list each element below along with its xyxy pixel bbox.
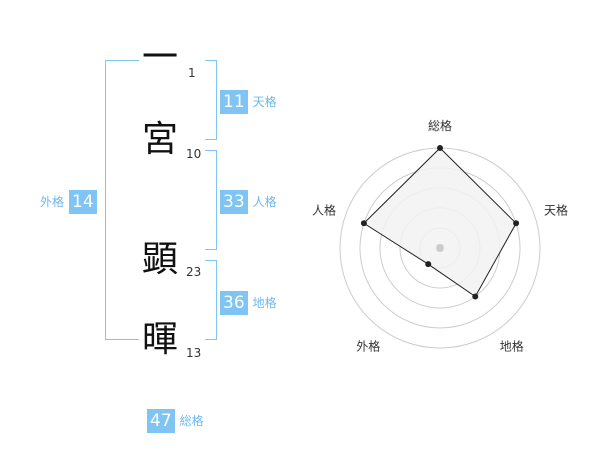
stroke-count-1: 1 bbox=[188, 66, 196, 80]
gaikaku-bracket bbox=[105, 60, 139, 340]
stroke-count-3: 23 bbox=[186, 265, 202, 279]
radar-point-5 bbox=[360, 220, 367, 227]
chikaku-label: 地格 bbox=[252, 296, 277, 310]
radar-polygon bbox=[363, 147, 517, 298]
chikaku-bracket bbox=[205, 260, 217, 340]
radar-center bbox=[436, 244, 444, 252]
radar-series bbox=[360, 145, 520, 300]
jinkaku-value: 33 bbox=[220, 190, 248, 214]
radar-point-4 bbox=[425, 261, 432, 268]
stroke-count-4: 13 bbox=[186, 346, 202, 360]
radar-axis-label-1: 総格 bbox=[428, 118, 452, 133]
jinkaku-group: 33 人格 bbox=[220, 190, 277, 214]
soukaku-group: 47 総格 bbox=[147, 409, 204, 433]
name-char-3: 顕 bbox=[141, 239, 178, 280]
tenkaku-label: 天格 bbox=[252, 95, 277, 109]
radar-point-1 bbox=[437, 145, 443, 151]
radar-axis-label-2: 天格 bbox=[544, 202, 568, 217]
chikaku-group: 36 地格 bbox=[220, 291, 277, 315]
radar-point-2 bbox=[513, 220, 520, 227]
radar-point-3 bbox=[472, 293, 479, 300]
gaikaku-group: 外格 14 bbox=[40, 190, 97, 214]
name-char-4: 暉 bbox=[141, 319, 178, 360]
jinkaku-label: 人格 bbox=[252, 195, 277, 209]
chikaku-value: 36 bbox=[220, 291, 248, 315]
jinkaku-bracket bbox=[205, 150, 217, 250]
soukaku-label: 総格 bbox=[179, 414, 204, 428]
name-char-1: 一 bbox=[141, 37, 178, 78]
radar-axis-label-4: 外格 bbox=[356, 339, 380, 354]
tenkaku-value: 11 bbox=[220, 90, 248, 114]
gaikaku-value: 14 bbox=[69, 190, 97, 214]
stroke-count-2: 10 bbox=[186, 147, 202, 161]
name-char-2: 宮 bbox=[141, 119, 178, 160]
radar-axis-label-5: 人格 bbox=[312, 202, 336, 217]
tenkaku-group: 11 天格 bbox=[220, 90, 277, 114]
soukaku-value: 47 bbox=[147, 409, 175, 433]
radar-axis-label-3: 地格 bbox=[500, 339, 524, 354]
gaikaku-label: 外格 bbox=[40, 195, 65, 209]
tenkaku-bracket bbox=[205, 60, 217, 140]
